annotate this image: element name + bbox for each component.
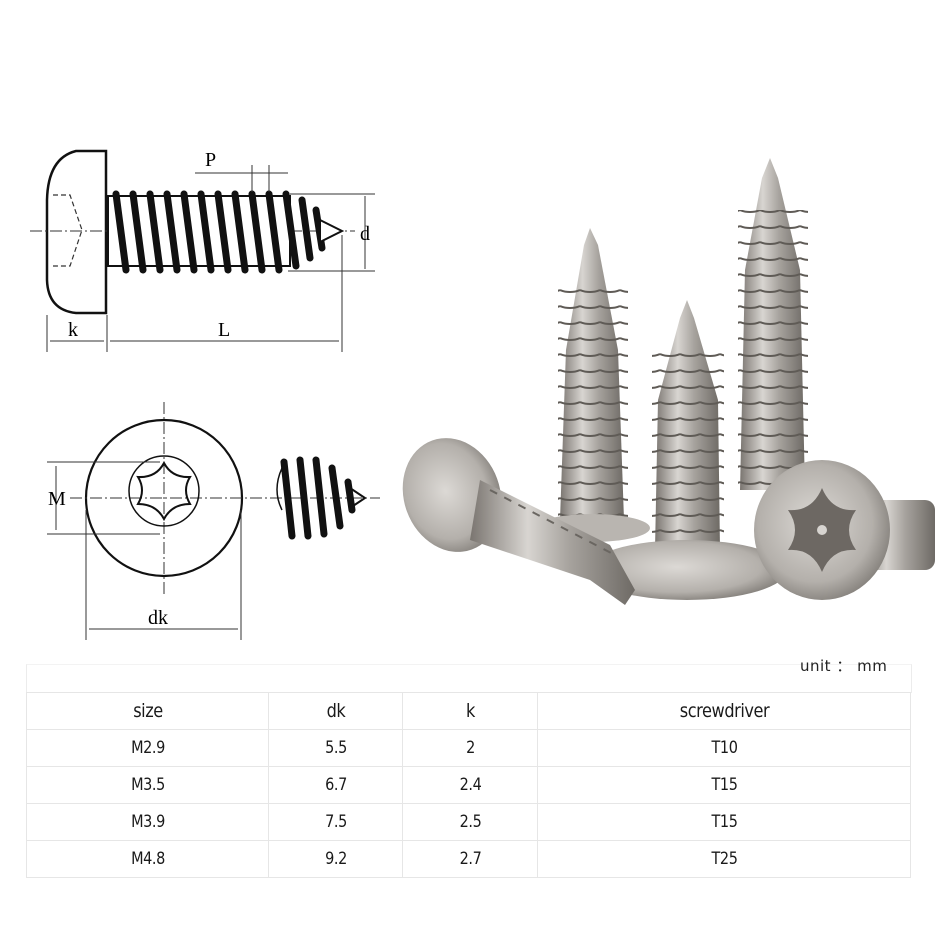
cell-k: 2.7	[412, 840, 528, 878]
drive-size-label: M	[48, 488, 66, 510]
header-k: k	[412, 692, 528, 730]
cell-dk: 6.7	[278, 766, 393, 804]
screw-middle-standing	[587, 300, 787, 600]
header-size: size	[44, 692, 251, 730]
cell-dk: 7.5	[278, 803, 393, 841]
product-photo	[402, 158, 935, 605]
diameter-label: d	[360, 223, 370, 245]
table-row: M2.9 5.5 2 T10	[27, 729, 911, 767]
cell-size: M3.9	[44, 803, 251, 841]
cell-screwdriver: T15	[565, 803, 883, 841]
head-height-label: k	[68, 319, 78, 341]
cell-screwdriver: T10	[565, 729, 883, 767]
screw-lying	[402, 438, 635, 605]
spec-table: size dk k screwdriver M2.9 5.5 2 T10 M3.…	[26, 692, 911, 878]
cell-size: M2.9	[44, 729, 251, 767]
cell-k: 2.5	[412, 803, 528, 841]
cell-screwdriver: T15	[565, 766, 883, 804]
cell-k: 2	[412, 729, 528, 767]
cell-size: M3.5	[44, 766, 251, 804]
screw-left-standing	[534, 228, 650, 542]
unit-row	[26, 664, 912, 693]
header-screwdriver: screwdriver	[565, 692, 883, 730]
screw-right-standing	[738, 158, 808, 490]
cell-size: M4.8	[44, 840, 251, 878]
table-header-row: size dk k screwdriver	[27, 692, 911, 730]
top-view-drawing: M dk	[47, 402, 380, 640]
cell-k: 2.4	[412, 766, 528, 804]
length-label: L	[218, 319, 230, 341]
cell-screwdriver: T25	[565, 840, 883, 878]
header-dk: dk	[278, 692, 393, 730]
screw-torx-head	[754, 460, 935, 600]
pitch-label: P	[205, 149, 216, 171]
table-row: M4.8 9.2 2.7 T25	[27, 840, 911, 878]
table-row: M3.9 7.5 2.5 T15	[27, 803, 911, 841]
cell-dk: 5.5	[278, 729, 393, 767]
side-view-drawing: d P k L	[30, 149, 375, 352]
unit-label: unit ： mm	[800, 657, 888, 675]
table-row: M3.5 6.7 2.4 T15	[27, 766, 911, 804]
cell-dk: 9.2	[278, 840, 393, 878]
head-diameter-label: dk	[148, 607, 168, 629]
